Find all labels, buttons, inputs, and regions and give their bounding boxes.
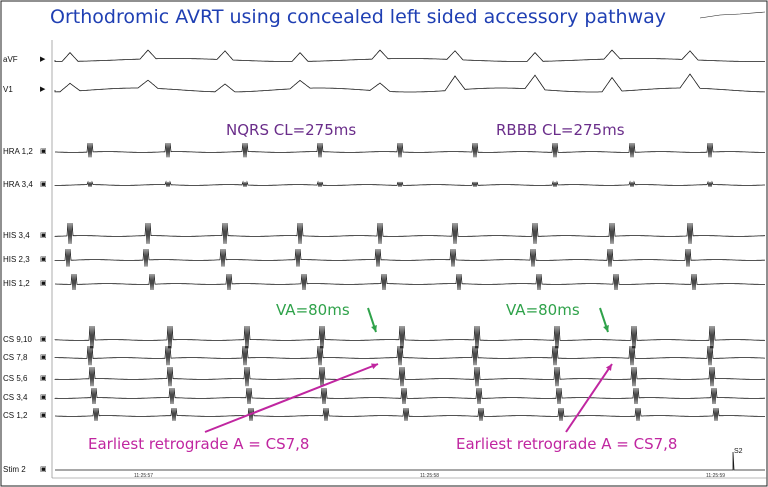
channel-marker-icon: ▶ [40,56,46,63]
retrograde-right-arrow-head [605,364,612,371]
top-right-trace [699,11,766,19]
his12-trace [55,273,765,291]
channel-label: HIS 3,4 [3,231,30,240]
stim2-trace [55,451,765,471]
channel-marker-icon: ▣ [40,394,47,401]
channel-marker-icon: ▣ [40,181,47,188]
channel-label: HIS 2,3 [3,255,30,264]
channel-marker-icon: ▣ [40,148,47,155]
v1-trace [54,73,765,93]
retrograde-right-arrow [565,363,613,433]
cs56-trace [54,366,765,387]
earliest-retrograde-left-label: Earliest retrograde A = CS7,8 [88,435,310,453]
channel-marker-icon: ▣ [40,466,47,473]
channel-label: HIS 1,2 [3,279,30,288]
cs78-trace [54,345,765,366]
channel-marker-icon: ▣ [40,256,47,263]
stim-s2-marker: S2 [734,448,743,455]
channel-label: Stim 2 [3,465,26,474]
cs34-trace [54,387,765,405]
channel-label: CS 7,8 [3,353,28,362]
timestamp-3: 11:25:59 [706,473,726,479]
avf-trace [54,49,765,62]
channel-label: CS 9,10 [3,335,32,344]
channel-label: V1 [3,85,13,94]
nqrs-cycle-length-label: NQRS CL=275ms [226,121,357,139]
channel-label: CS 1,2 [3,411,28,420]
channel-label: CS 3,4 [3,393,28,402]
va-right-arrow-head [603,325,609,332]
timestamp-2: 11:25:58 [420,473,440,479]
channel-marker-icon: ▣ [40,412,47,419]
va-left-arrow-head [371,325,377,332]
figure-title: Orthodromic AVRT using concealed left si… [50,6,667,28]
channel-marker-icon: ▣ [40,336,47,343]
his34-trace [54,222,765,244]
waveform-group [54,11,766,471]
retrograde-left-arrow [204,363,379,433]
channel-marker-icon: ▣ [40,232,47,239]
channel-label: aVF [3,55,18,64]
cs910-trace [54,325,766,349]
timestamp-1: 11:25:57 [134,473,154,479]
channel-label: HRA 1,2 [3,147,33,156]
hra12-trace [55,142,765,158]
va-interval-left-label: VA=80ms [276,301,350,319]
his23-trace [54,248,766,267]
arrow-group [204,307,613,433]
channel-label: HRA 3,4 [3,180,33,189]
channel-marker-icon: ▣ [40,375,47,382]
channel-marker-icon: ▶ [40,86,46,93]
retrograde-left-arrow-head [371,363,378,370]
rbbb-cycle-length-label: RBBB CL=275ms [496,121,625,139]
earliest-retrograde-right-label: Earliest retrograde A = CS7,8 [456,435,678,453]
channel-marker-icon: ▣ [40,280,47,287]
channel-label: CS 5,6 [3,374,28,383]
channel-marker-icon: ▣ [40,354,47,361]
hra34-trace [54,180,765,187]
va-interval-right-label: VA=80ms [506,301,580,319]
cs12-trace [55,407,765,421]
